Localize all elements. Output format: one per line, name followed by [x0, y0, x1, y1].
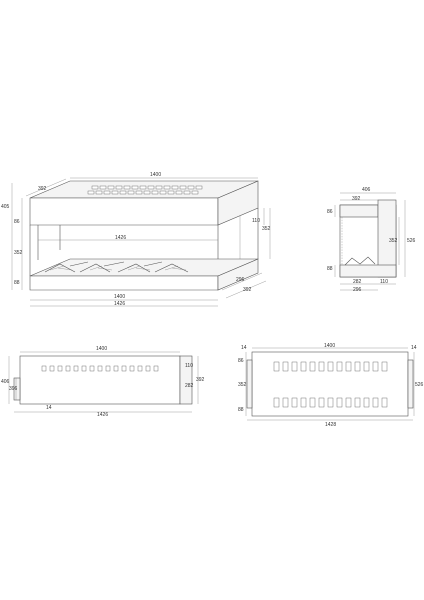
top-view-left-upper: 86	[238, 358, 244, 364]
side-left-lower: 88	[327, 266, 333, 272]
iso-left-height: 405	[1, 204, 10, 210]
front-top-width: 1400	[96, 346, 107, 352]
front-bottom-width: 1426	[97, 412, 108, 418]
side-view: 406 392 86 88 352 526 282 110 296	[327, 187, 416, 293]
front-bottom-offset: 14	[46, 405, 52, 411]
isometric-view: 1400 392 405 86 352 88 1426 110 352 1400…	[1, 172, 271, 307]
top-view-left-lower: 88	[238, 407, 244, 413]
iso-bottom-width-a: 1400	[114, 294, 125, 300]
front-dimensions: 1400 406 396 110 282 392 14 1426	[1, 346, 205, 418]
log-set	[44, 261, 189, 273]
iso-right-upper: 110	[252, 218, 260, 224]
front-view: 1400 406 396 110 282 392 14 1426	[1, 346, 205, 418]
side-bottom-a: 282	[353, 279, 362, 285]
front-body	[19, 355, 181, 405]
top-vents	[87, 185, 203, 195]
iso-side-depth-a: 296	[236, 277, 245, 283]
iso-bottom-width-b: 1426	[114, 301, 125, 307]
top-view-right-stub	[407, 359, 414, 409]
side-bottom-total: 296	[353, 287, 362, 293]
front-right-a: 110	[185, 363, 193, 369]
top-view-bottom-width: 1428	[325, 422, 336, 428]
front-left-outer: 406	[1, 379, 10, 385]
iso-dimensions: 1400 392 405 86 352 88 1426 110 352 1400…	[1, 172, 271, 307]
top-view-dimensions: 14 1400 14 86 352 88 526 1428	[238, 343, 424, 428]
front-right-outer: 392	[196, 377, 205, 383]
iso-left-lower: 88	[14, 280, 20, 286]
top-view-left-mid: 352	[238, 382, 247, 388]
top-view-left-top: 14	[241, 345, 247, 351]
iso-top-width: 1400	[150, 172, 161, 178]
top-view-vents-upper	[273, 361, 388, 372]
side-logs	[344, 256, 376, 266]
side-bottom-b: 110	[380, 279, 388, 285]
top-view-right-top: 14	[411, 345, 417, 351]
side-base	[339, 264, 397, 278]
side-top-slab	[339, 204, 379, 218]
side-dimensions: 406 392 86 88 352 526 282 110 296	[327, 187, 416, 293]
top-view: 14 1400 14 86 352 88 526 1428	[238, 343, 424, 428]
top-view-right-height: 526	[415, 382, 424, 388]
base-side	[217, 258, 259, 291]
top-view-left-stub	[246, 359, 253, 409]
side-top-a: 406	[362, 187, 371, 193]
top-slab-front	[29, 197, 219, 226]
side-top-b: 392	[352, 196, 361, 202]
front-left-inner: 396	[9, 386, 18, 392]
iso-side-depth-b: 392	[243, 287, 252, 293]
top-view-top-width: 1400	[324, 343, 335, 349]
top-view-vents-lower	[273, 397, 388, 408]
base-front	[29, 275, 219, 291]
side-mid-height: 352	[389, 238, 398, 244]
iso-top-depth: 392	[38, 186, 47, 192]
iso-right-height: 352	[262, 226, 271, 232]
front-vents	[41, 365, 159, 372]
front-right-b: 282	[185, 383, 194, 389]
side-total-height: 526	[407, 238, 416, 244]
front-left-stub	[13, 377, 21, 401]
iso-inner-width: 1426	[115, 235, 126, 241]
iso-left-upper: 86	[14, 219, 20, 225]
iso-left-mid: 352	[14, 250, 23, 256]
side-left-upper: 86	[327, 209, 333, 215]
front-right-panel	[179, 355, 193, 405]
